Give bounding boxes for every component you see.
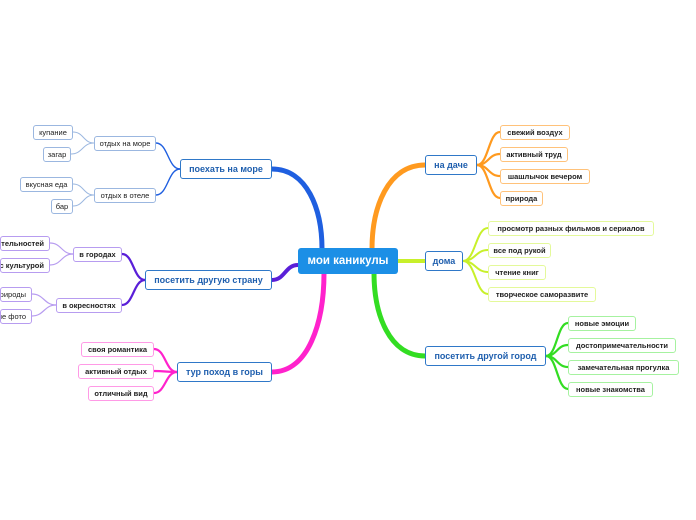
link-more-sub-1 — [155, 168, 181, 196]
branch-gorod[interactable]: посетить другой город — [425, 346, 546, 366]
sub-v-okresnostyah[interactable]: в окресностях — [56, 298, 122, 313]
link-more-bar — [72, 194, 95, 207]
leaf-svezhiy-vozduh[interactable]: свежий воздух — [500, 125, 570, 140]
leaf-novye-emocii[interactable]: новые эмоции — [568, 316, 636, 331]
leaf-bar[interactable]: бар — [51, 199, 73, 214]
leaf-foto-cut[interactable]: ые фото — [0, 309, 32, 324]
link-more-eda — [72, 183, 95, 196]
sub-v-gorodah[interactable]: в городах — [73, 247, 122, 262]
branch-gory[interactable]: тур поход в горы — [177, 362, 272, 382]
central-topic[interactable]: мои каникулы — [298, 248, 398, 274]
link-na-dache-3 — [475, 163, 502, 200]
link-more-zagar — [70, 142, 95, 155]
link-root-na-dache — [369, 162, 428, 252]
leaf-aktivnyy-otdyh[interactable]: активный отдых — [78, 364, 154, 379]
link-strana-g0 — [49, 242, 74, 255]
leaf-progulka[interactable]: замечательная прогулка — [568, 360, 679, 375]
link-strana-sub-0 — [120, 252, 147, 282]
link-more-kupanie — [72, 131, 95, 144]
leaf-kultura-cut[interactable]: с культурой — [0, 258, 50, 273]
leaf-zagar[interactable]: загар — [43, 147, 71, 162]
branch-more[interactable]: поехать на море — [180, 159, 272, 179]
leaf-kupanie[interactable]: купание — [33, 125, 73, 140]
link-gory-2 — [152, 370, 179, 395]
link-strana-o1 — [31, 304, 57, 317]
leaf-tvorcheskoe[interactable]: творческое саморазвите — [488, 287, 596, 302]
leaf-vkusnaya-eda[interactable]: вкусная еда — [20, 177, 73, 192]
branch-doma[interactable]: дома — [425, 251, 463, 271]
branch-na-dache[interactable]: на даче — [425, 155, 477, 175]
link-doma-3 — [462, 260, 489, 295]
link-root-more — [269, 166, 325, 252]
sub-otdyh-v-otele[interactable]: отдых в отеле — [94, 188, 156, 203]
leaf-aktivnyy-trud[interactable]: активный труд — [500, 147, 568, 162]
link-gorod-3 — [544, 354, 570, 391]
leaf-priroda-cut[interactable]: природы — [0, 287, 32, 302]
link-strana-o0 — [31, 293, 57, 306]
link-root-strana — [270, 263, 300, 282]
leaf-dostoprim-cut[interactable]: тельностей — [0, 236, 50, 251]
link-strana-sub-1 — [120, 278, 147, 307]
leaf-chtenie-knig[interactable]: чтение книг — [488, 265, 546, 280]
link-more-sub-0 — [155, 142, 181, 170]
leaf-vse-pod-rukoy[interactable]: все под рукой — [488, 243, 551, 258]
sub-otdyh-na-more[interactable]: отдых на море — [94, 136, 156, 151]
leaf-otlichnyy-vid[interactable]: отличный вид — [88, 386, 154, 401]
leaf-shashlychok[interactable]: шашлычок вечером — [500, 169, 590, 184]
leaf-znakomstva[interactable]: новые знакомства — [568, 382, 653, 397]
link-strana-g1 — [49, 253, 74, 266]
leaf-priroda[interactable]: природа — [500, 191, 543, 206]
link-root-gory — [269, 270, 327, 375]
link-gory-0 — [152, 347, 179, 374]
leaf-dostoprimechatelnosti[interactable]: достопримечательности — [568, 338, 676, 353]
branch-strana[interactable]: посетить другую страну — [145, 270, 272, 290]
leaf-prosmotr-filmov[interactable]: просмотр разных фильмов и сериалов — [488, 221, 654, 236]
leaf-romantika[interactable]: своя романтика — [81, 342, 154, 357]
link-root-gorod — [371, 270, 428, 359]
